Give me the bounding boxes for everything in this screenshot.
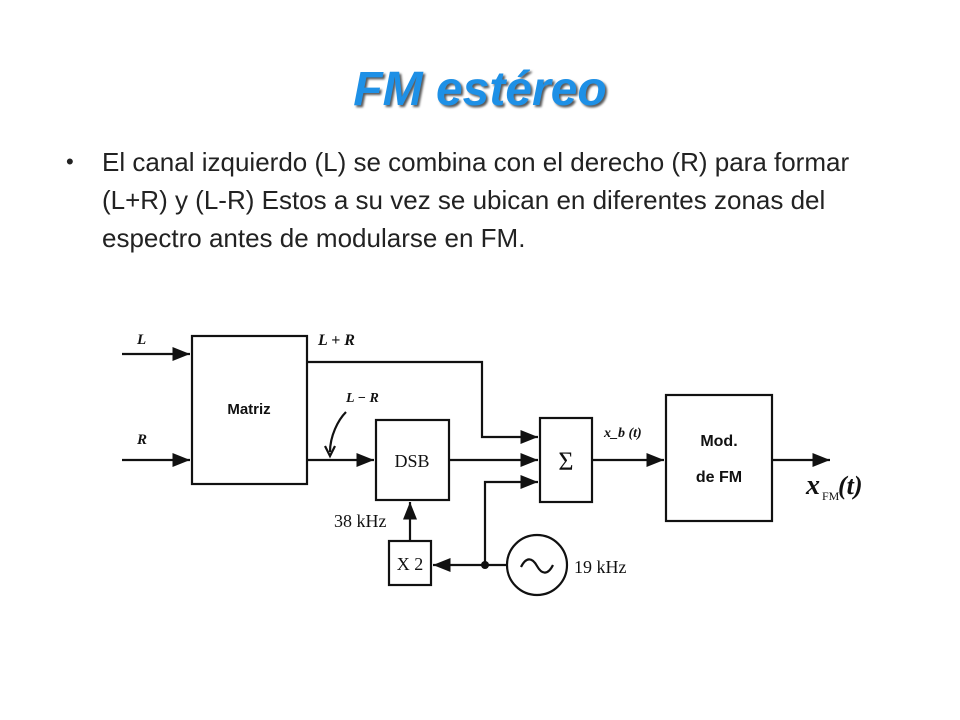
matrix-block [190,334,309,486]
doubler-label: X 2 [397,554,424,574]
output-label-subscript: FM [822,489,840,503]
dsb-label: DSB [394,451,429,471]
fm-modulator-block [664,393,774,523]
junction-dot [481,561,489,569]
pilot-to-sum-line [483,474,538,565]
bullet-dot-icon: • [66,149,74,174]
pilot-label: 19 kHz [574,557,627,577]
sine-wave-icon [520,558,554,574]
baseband-label: x_b (t) [603,426,642,441]
input-r-label: R [136,432,147,448]
output-label: x [805,470,820,501]
diff-label: L − R [345,391,379,406]
slide-title: FM estéreo [353,63,607,116]
output-label-argument: (t) [838,471,863,500]
mod-label-line2: de FM [696,469,742,486]
diff-label-leader [328,411,347,453]
carrier-label: 38 kHz [334,511,387,531]
sum-label: L + R [317,332,355,349]
mod-label-line1: Mod. [700,433,737,450]
matrix-label: Matriz [227,401,270,418]
diff-label-leader-tip [324,445,336,459]
input-l-label: L [136,332,146,348]
summer-label: Σ [558,447,573,476]
bullet-text: El canal izquierdo (L) se combina con el… [102,147,850,253]
sum-signal-path [307,360,538,445]
